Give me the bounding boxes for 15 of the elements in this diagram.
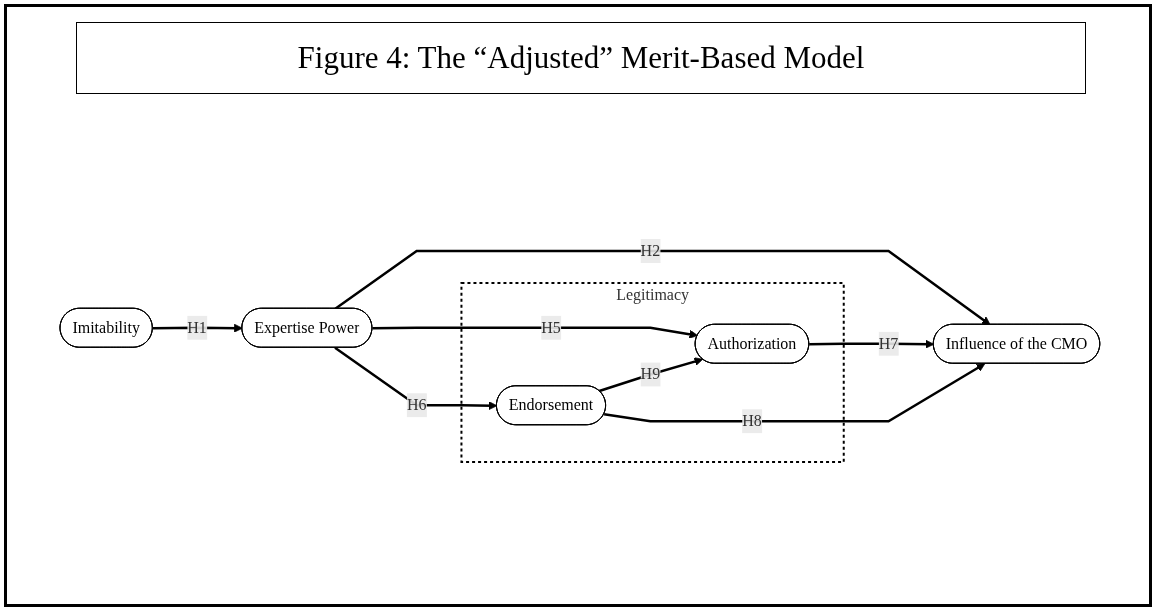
arrow [334,249,991,325]
edge-label: H6 [407,395,427,413]
edge-label: H5 [541,318,561,336]
arrow [604,362,986,422]
arrow [599,356,704,392]
edge-label: H2 [640,241,661,259]
arrow [372,326,699,339]
arrow [152,323,243,333]
arrow [334,346,498,410]
edge-label: H7 [878,334,899,352]
arrow [809,339,935,349]
edge-label: H9 [640,364,661,382]
edge-label: H8 [742,411,762,429]
figure-title: Figure 4: The “Adjusted” Merit-Based Model [76,22,1086,94]
edge-label: H1 [187,318,207,336]
